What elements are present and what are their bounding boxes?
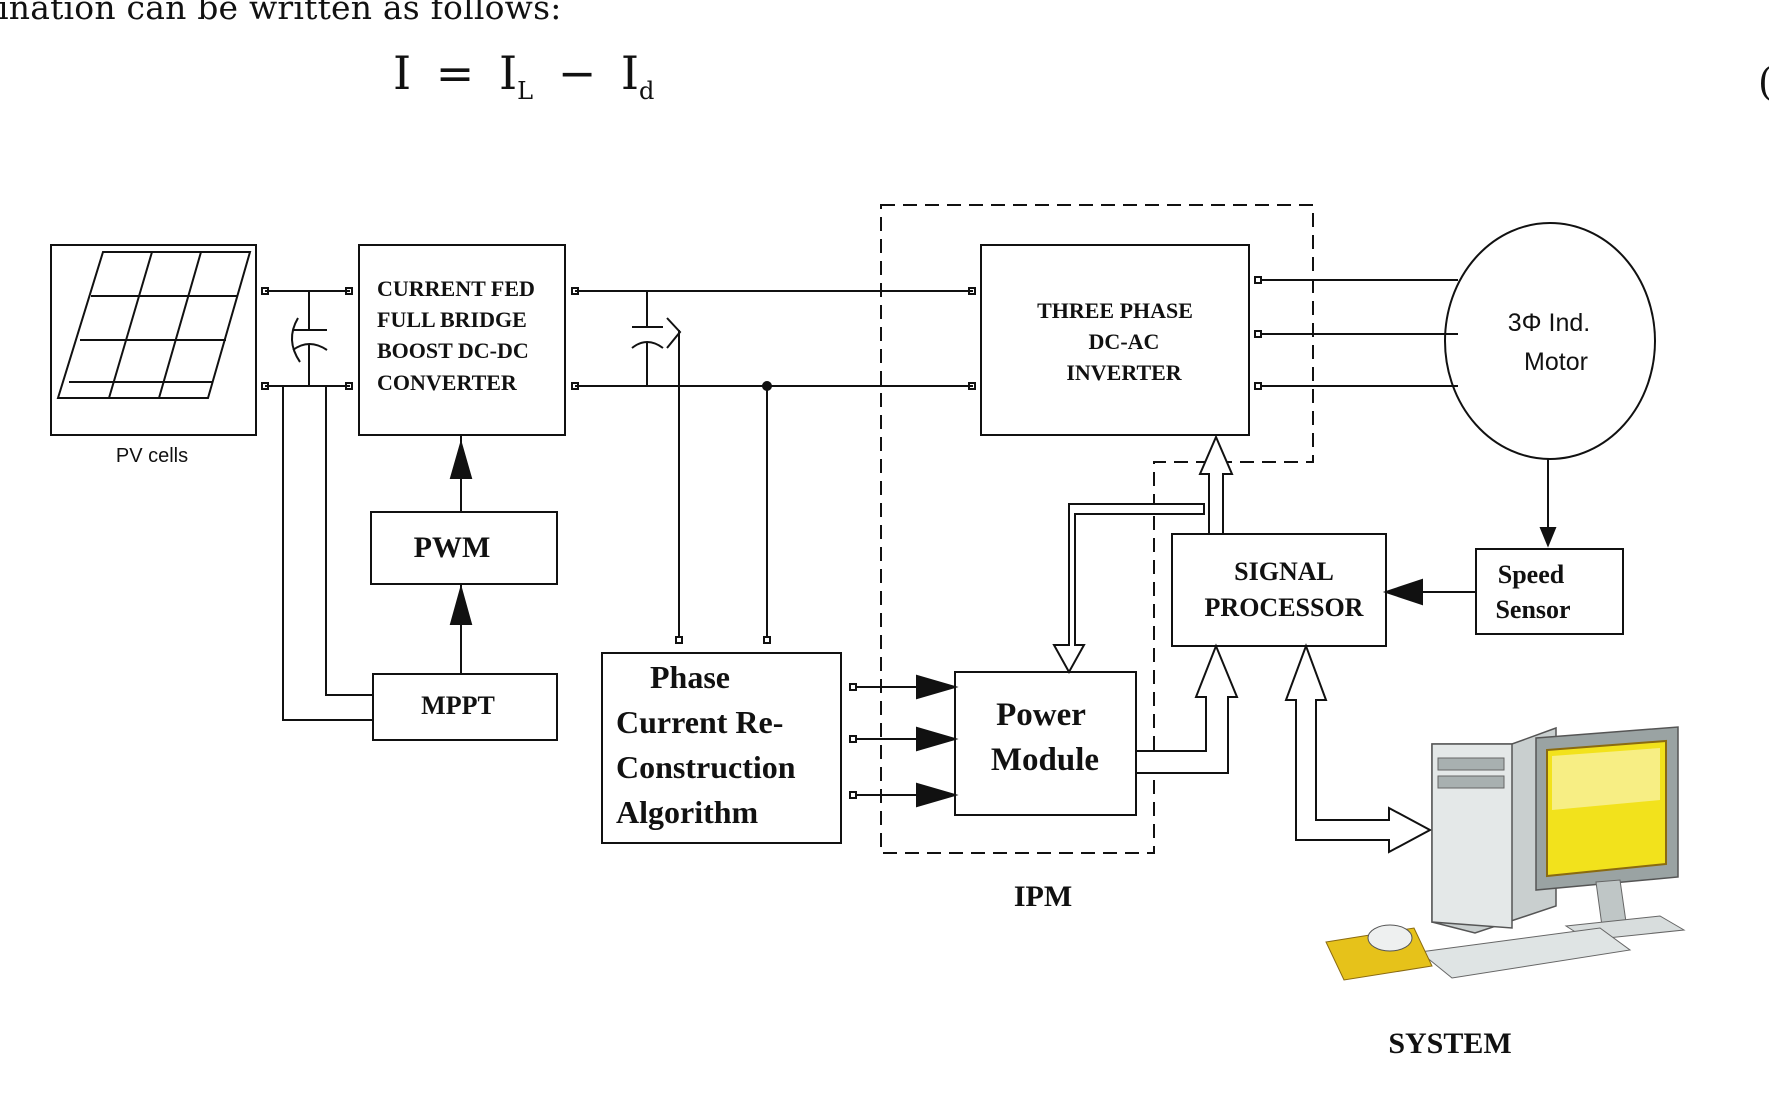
converter-label: CURRENT FED FULL BRIDGE BOOST DC-DC CONV… (377, 276, 535, 395)
phase-current-label: Phase Current Re- Construction Algorithm (616, 659, 796, 830)
signal-processor-line: PROCESSOR (1205, 593, 1364, 622)
motor-label: 3Φ Ind. Motor (1508, 309, 1591, 376)
ipm-label: IPM (1014, 880, 1072, 913)
equation-number-fragment: ( (1758, 60, 1769, 104)
phase-current-line: Algorithm (616, 794, 759, 830)
mppt-label: MPPT (421, 691, 495, 720)
eq-term2: I (620, 46, 640, 100)
power-module-box (954, 671, 1137, 816)
speed-sensor-line: Sensor (1495, 595, 1570, 624)
power-module-label: Power Module (991, 697, 1099, 778)
phase-current-line: Current Re- (616, 704, 783, 740)
inverter-to-power-arrow (1052, 503, 1205, 675)
motor-line: Motor (1524, 348, 1588, 376)
inverter-line: THREE PHASE (1037, 298, 1193, 323)
pv-panel (50, 244, 257, 436)
inverter-label: THREE PHASE DC-AC INVERTER (1037, 298, 1193, 385)
intro-text: ination can be written as follows: (0, 0, 562, 27)
phase-current-line: Construction (616, 749, 796, 785)
power-module-line: Module (991, 742, 1099, 778)
pwm-box (370, 511, 558, 585)
eq-sub2: d (639, 77, 655, 105)
eq-minus: − (557, 46, 597, 100)
equation: I = IL − Id (393, 46, 654, 105)
input-capacitor (291, 291, 328, 386)
inverter-box (980, 244, 1250, 436)
signal-processor-label: SIGNAL PROCESSOR (1205, 557, 1364, 622)
motor-line: 3Φ Ind. (1508, 309, 1591, 337)
power-module-line: Power (996, 697, 1086, 733)
converter-line: CURRENT FED (377, 276, 535, 301)
eq-term1: I (498, 46, 518, 100)
converter-line: FULL BRIDGE (377, 307, 527, 332)
pwm-label: PWM (414, 531, 491, 564)
computer-icon (1325, 726, 1686, 981)
eq-lhs: I (393, 46, 412, 100)
converter-line: CONVERTER (377, 370, 518, 395)
speed-sensor-line: Speed (1498, 560, 1565, 589)
inverter-line: INVERTER (1066, 360, 1182, 385)
inverter-line: DC-AC (1089, 329, 1160, 354)
processor-to-computer-arrow (1284, 643, 1433, 854)
mppt-box (372, 673, 558, 741)
system-label: SYSTEM (1388, 1027, 1511, 1060)
phase-current-box (601, 652, 842, 844)
phase-current-line: Phase (650, 659, 730, 695)
converter-line: BOOST DC-DC (377, 338, 529, 363)
eq-equals: = (435, 46, 475, 100)
signal-processor-line: SIGNAL (1234, 557, 1334, 586)
speed-sensor-label: Speed Sensor (1495, 560, 1570, 624)
pv-label: PV cells (116, 445, 188, 467)
signal-processor-box (1171, 533, 1387, 647)
ipm-boundary (880, 204, 1314, 854)
dc-link-capacitor (631, 291, 682, 386)
motor (1444, 222, 1656, 460)
eq-sub1: L (517, 77, 534, 105)
power-to-processor-arrow (1135, 643, 1239, 774)
processor-to-inverter-arrow (1198, 434, 1234, 535)
